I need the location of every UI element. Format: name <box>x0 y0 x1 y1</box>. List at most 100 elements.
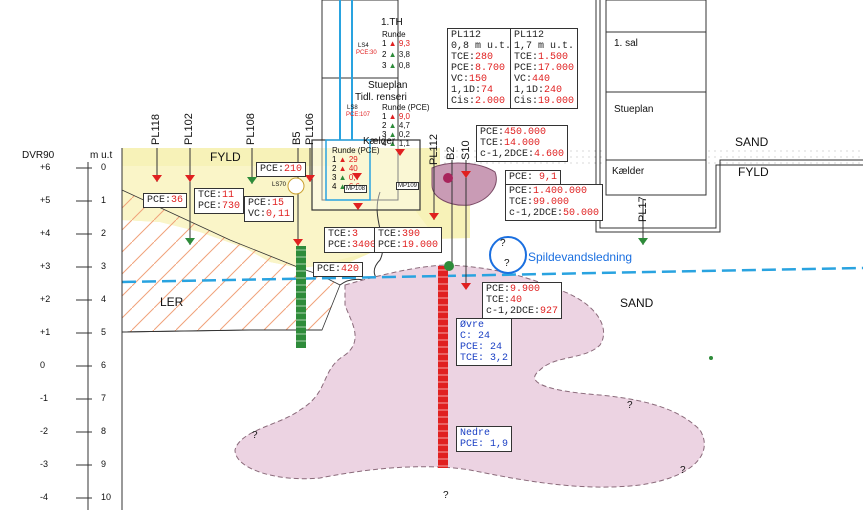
row-value: 11 <box>222 190 235 201</box>
box-row: PCE:730 <box>198 201 240 212</box>
dvr90-tick-label: -3 <box>40 459 49 469</box>
dvr90-tick-label: -4 <box>40 492 49 502</box>
row-value: 390 <box>402 229 421 240</box>
runde-index: 3 <box>332 173 339 182</box>
runde-row: 3 ▲ 0,8 <box>382 60 410 71</box>
sample-triangle <box>352 173 362 180</box>
box-row: c-1,2DCE:50.000 <box>509 208 599 219</box>
box-nedre: Nedre PCE: 1,9 <box>456 426 513 452</box>
row-value: 14.000 <box>504 138 541 149</box>
sample-triangle <box>185 175 195 182</box>
row-key: PCE: <box>260 164 285 175</box>
runde-value: 40 <box>348 164 358 173</box>
row-key: PCE: <box>509 186 534 197</box>
axis-title-dvr90: DVR90 <box>22 150 55 161</box>
runde-triangle-icon: ▲ <box>388 50 399 59</box>
runde-triangle-icon: ▲ <box>388 139 399 148</box>
well-label-pl108: PL108 <box>245 113 257 145</box>
runde-value: 9,0 <box>398 112 410 121</box>
box-row: Cis:19.000 <box>514 96 574 107</box>
box-row: VC:0,11 <box>248 209 290 220</box>
row-key: TCE: <box>328 229 353 240</box>
box-row: 1,1D:240 <box>514 85 574 96</box>
label-ls8: LS8 <box>347 105 358 111</box>
runde-row: 2 ▲ 40 <box>332 164 360 173</box>
row-key: PCE: <box>248 198 273 209</box>
runde-index: 3 <box>382 61 389 70</box>
label-1-sal: 1. sal <box>614 38 638 49</box>
row-key: TCE: <box>460 353 491 364</box>
ls70-marker <box>287 177 305 195</box>
depth-tick-label: 0 <box>101 162 107 172</box>
box-ovre-title: Øvre <box>460 320 485 331</box>
label-ls4: LS4 <box>358 43 369 49</box>
runde-value: 3,8 <box>398 50 410 59</box>
sample-triangle <box>638 238 648 245</box>
row-key: TCE: <box>451 52 476 63</box>
sample-markers <box>152 149 648 290</box>
row-value: 2.000 <box>475 96 506 107</box>
row-key: Cis: <box>514 96 539 107</box>
box-row: PCE:420 <box>317 264 359 275</box>
row-key: PCE: <box>509 172 540 183</box>
row-value: 50.000 <box>563 208 600 219</box>
label-stueplan-right: Stueplan <box>614 104 654 115</box>
row-value: 0,11 <box>266 209 291 220</box>
row-value: 36 <box>171 195 184 206</box>
row-key: PCE: <box>460 342 491 353</box>
well-label-b5: B5 <box>291 131 303 145</box>
row-key: VC: <box>514 74 533 85</box>
box-row: c-1,2DCE:4.600 <box>480 149 564 160</box>
row-value: 9,1 <box>539 172 558 183</box>
runde-row: 3 ▲ 0,2 <box>382 130 410 139</box>
pl112-deep-depth: 1,7 m u.t. <box>514 41 575 52</box>
sample-triangle <box>429 213 439 220</box>
row-value: 420 <box>341 264 360 275</box>
row-value: 280 <box>475 52 494 63</box>
unknown-mark: ? <box>680 465 686 476</box>
sample-triangle <box>461 283 471 290</box>
row-key: PCE: <box>328 240 353 251</box>
runde-index: 4 <box>332 182 339 191</box>
runde-triangle-icon: ▲ <box>388 39 399 48</box>
box-pce-420: PCE:420 <box>313 262 364 277</box>
row-value: 450.000 <box>504 127 547 138</box>
label-runde-pce: Runde (PCE) <box>382 103 430 112</box>
box-row: TCE:11 <box>198 190 240 201</box>
row-value: 24 <box>478 331 491 342</box>
sample-triangle <box>247 177 257 184</box>
sewer-pipe <box>489 236 527 274</box>
label-sand: SAND <box>620 296 654 310</box>
well-label-pl17: PL17 <box>637 196 649 222</box>
well-screen-ticks <box>296 249 306 342</box>
box-row: PCE:1.400.000 <box>509 186 599 197</box>
depth-tick-label: 1 <box>101 195 107 205</box>
pl112-shallow-title: PL112 <box>451 30 482 41</box>
row-key: TCE: <box>198 190 223 201</box>
box-rows: PCE: 9,1 <box>509 172 557 183</box>
box-pce-210: PCE:210 <box>256 162 307 177</box>
sample-triangle <box>152 175 162 182</box>
row-value: 440 <box>532 74 551 85</box>
runde-triangle-icon: ▲ <box>338 155 349 164</box>
runde-row: 2 ▲ 3,8 <box>382 49 410 60</box>
box-row: PCE:19.000 <box>378 240 438 251</box>
runde-triangle-icon: ▲ <box>338 164 349 173</box>
row-value: 40 <box>510 295 523 306</box>
well-label-pl112: PL112 <box>428 134 440 165</box>
sample-triangle <box>395 149 405 156</box>
row-value: 1.400.000 <box>533 186 588 197</box>
unknown-mark: ? <box>504 258 510 269</box>
row-value: 8.700 <box>475 63 506 74</box>
runde-triangle-icon: ▲ <box>388 61 399 70</box>
label-tidl-renseri: Tidl. renseri <box>355 92 407 103</box>
row-value: 4.600 <box>534 149 565 160</box>
runde-value: 4,7 <box>398 121 410 130</box>
well-label-pl102: PL102 <box>183 113 195 145</box>
